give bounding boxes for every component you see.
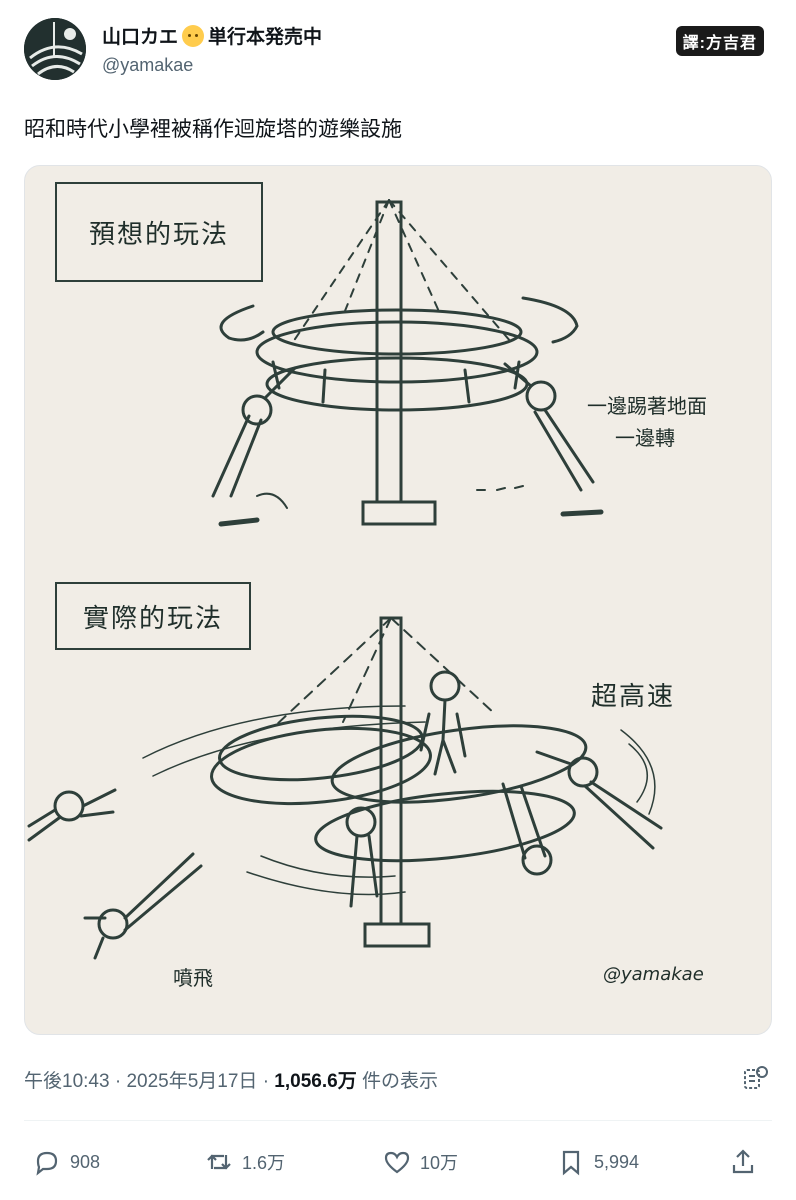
- reply-button[interactable]: 908: [32, 1142, 100, 1182]
- repost-icon: [207, 1154, 231, 1170]
- action-bar: 908 1.6万 10万 5,994: [32, 1142, 768, 1182]
- divider: [24, 1120, 772, 1121]
- like-button[interactable]: 10万: [382, 1142, 458, 1182]
- translator-badge: 譯:方吉君: [675, 26, 764, 56]
- older-person-emoji-icon: [182, 24, 205, 47]
- meta-separator: ·: [114, 1071, 122, 1092]
- note-super-speed: 超高速: [591, 682, 676, 712]
- repost-button[interactable]: 1.6万: [204, 1142, 285, 1182]
- view-count-label: 件の表示: [361, 1071, 438, 1092]
- note-flung-off: 噴飛: [173, 966, 213, 990]
- display-name[interactable]: 山口カエ 単行本発売中: [102, 22, 322, 49]
- illustration-drawing: [27, 199, 663, 960]
- bookmark-icon: [562, 1150, 580, 1176]
- tweet-meta: 午後10:43 · 2025年5月17日 · 1,056.6万 件の表示: [24, 1066, 438, 1093]
- tweet-media-image[interactable]: 預想的玩法 一邊踢著地面 一邊轉 實際的玩法 超高速 噴飛 @yamakae: [24, 165, 772, 1035]
- user-handle[interactable]: @yamakae: [102, 55, 194, 75]
- reply-count: 908: [70, 1151, 101, 1172]
- reply-icon: [36, 1151, 58, 1176]
- share-icon: [732, 1149, 754, 1174]
- bookmark-button[interactable]: 5,994: [556, 1142, 639, 1182]
- heart-icon: [384, 1151, 410, 1174]
- tweet-header: 山口カエ 単行本発売中 @yamakae 譯:方吉君: [24, 18, 772, 88]
- label-actual-play: 實際的玩法: [55, 582, 251, 650]
- translate-icon[interactable]: [742, 1064, 770, 1092]
- view-count: 1,056.6万: [274, 1071, 357, 1092]
- tweet-text: 昭和時代小學裡被稱作迴旋塔的遊樂設施: [24, 118, 402, 141]
- like-count: 10万: [420, 1153, 459, 1173]
- author-info: 山口カエ 単行本発売中 @yamakae: [102, 22, 322, 76]
- display-name-suffix: 単行本発売中: [208, 27, 323, 48]
- avatar-image: [24, 18, 86, 80]
- label-expected-play: 預想的玩法: [55, 182, 263, 282]
- share-button[interactable]: [728, 1142, 758, 1182]
- bookmark-count: 5,994: [594, 1151, 640, 1172]
- display-name-prefix: 山口カエ: [102, 27, 179, 48]
- post-time[interactable]: 午後10:43: [24, 1071, 110, 1092]
- meta-separator: ·: [262, 1071, 270, 1092]
- avatar[interactable]: [24, 18, 86, 80]
- artist-signature: @yamakae: [603, 964, 704, 985]
- post-date[interactable]: 2025年5月17日: [126, 1071, 258, 1092]
- repost-count: 1.6万: [242, 1153, 286, 1173]
- note-spin: 一邊轉: [615, 426, 675, 450]
- note-kick-ground: 一邊踢著地面: [587, 394, 707, 418]
